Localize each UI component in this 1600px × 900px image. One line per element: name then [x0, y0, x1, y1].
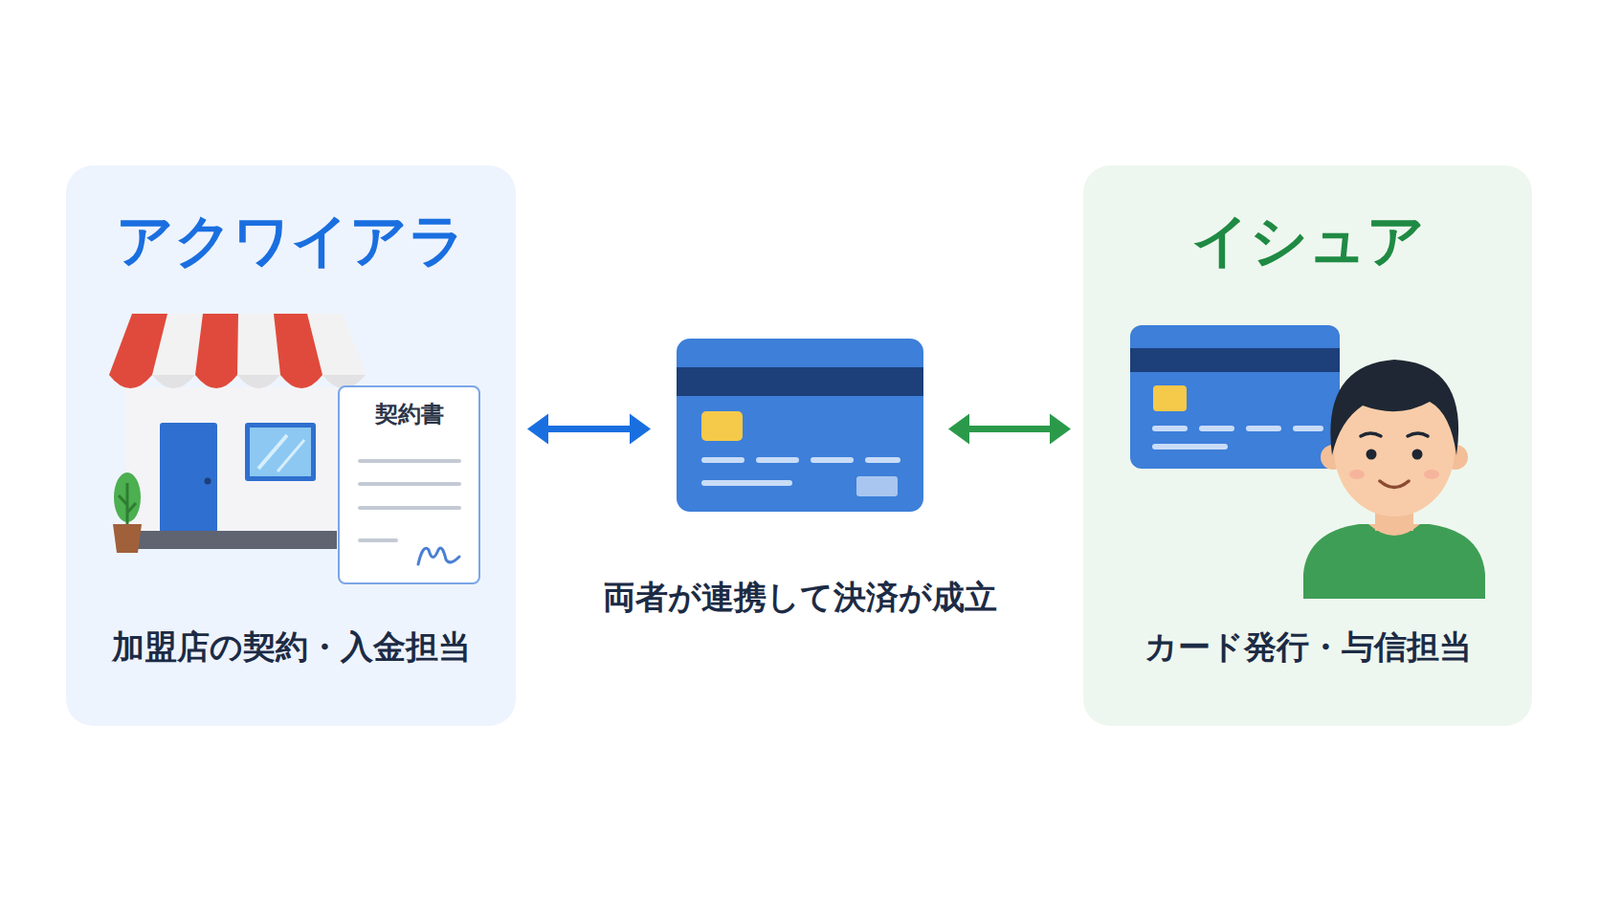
double-arrow	[948, 414, 1071, 445]
role-panel: アクワイアラ加盟店の契約・入金担当 契約書	[66, 165, 516, 727]
arrow-line	[544, 425, 634, 433]
panel-title: アクワイアラ	[66, 205, 516, 275]
document-title: 契約書	[339, 399, 479, 430]
role-panel: イシュアカード発行・与信担当	[1083, 165, 1533, 727]
arrow-head	[629, 414, 651, 445]
arrow-head	[948, 414, 970, 445]
card-caption: 両者が連携して決済が成立	[602, 576, 998, 619]
payment-card: 両者が連携して決済が成立	[676, 338, 924, 512]
arrow-line	[965, 425, 1054, 433]
arrow-head	[527, 414, 549, 445]
double-arrow	[527, 414, 651, 445]
contract-document: 契約書	[337, 385, 481, 585]
panel-description: カード発行・与信担当	[1083, 625, 1533, 668]
panel-description: 加盟店の契約・入金担当	[66, 625, 516, 668]
panel-title: イシュア	[1083, 205, 1533, 275]
arrow-head	[1049, 414, 1071, 445]
